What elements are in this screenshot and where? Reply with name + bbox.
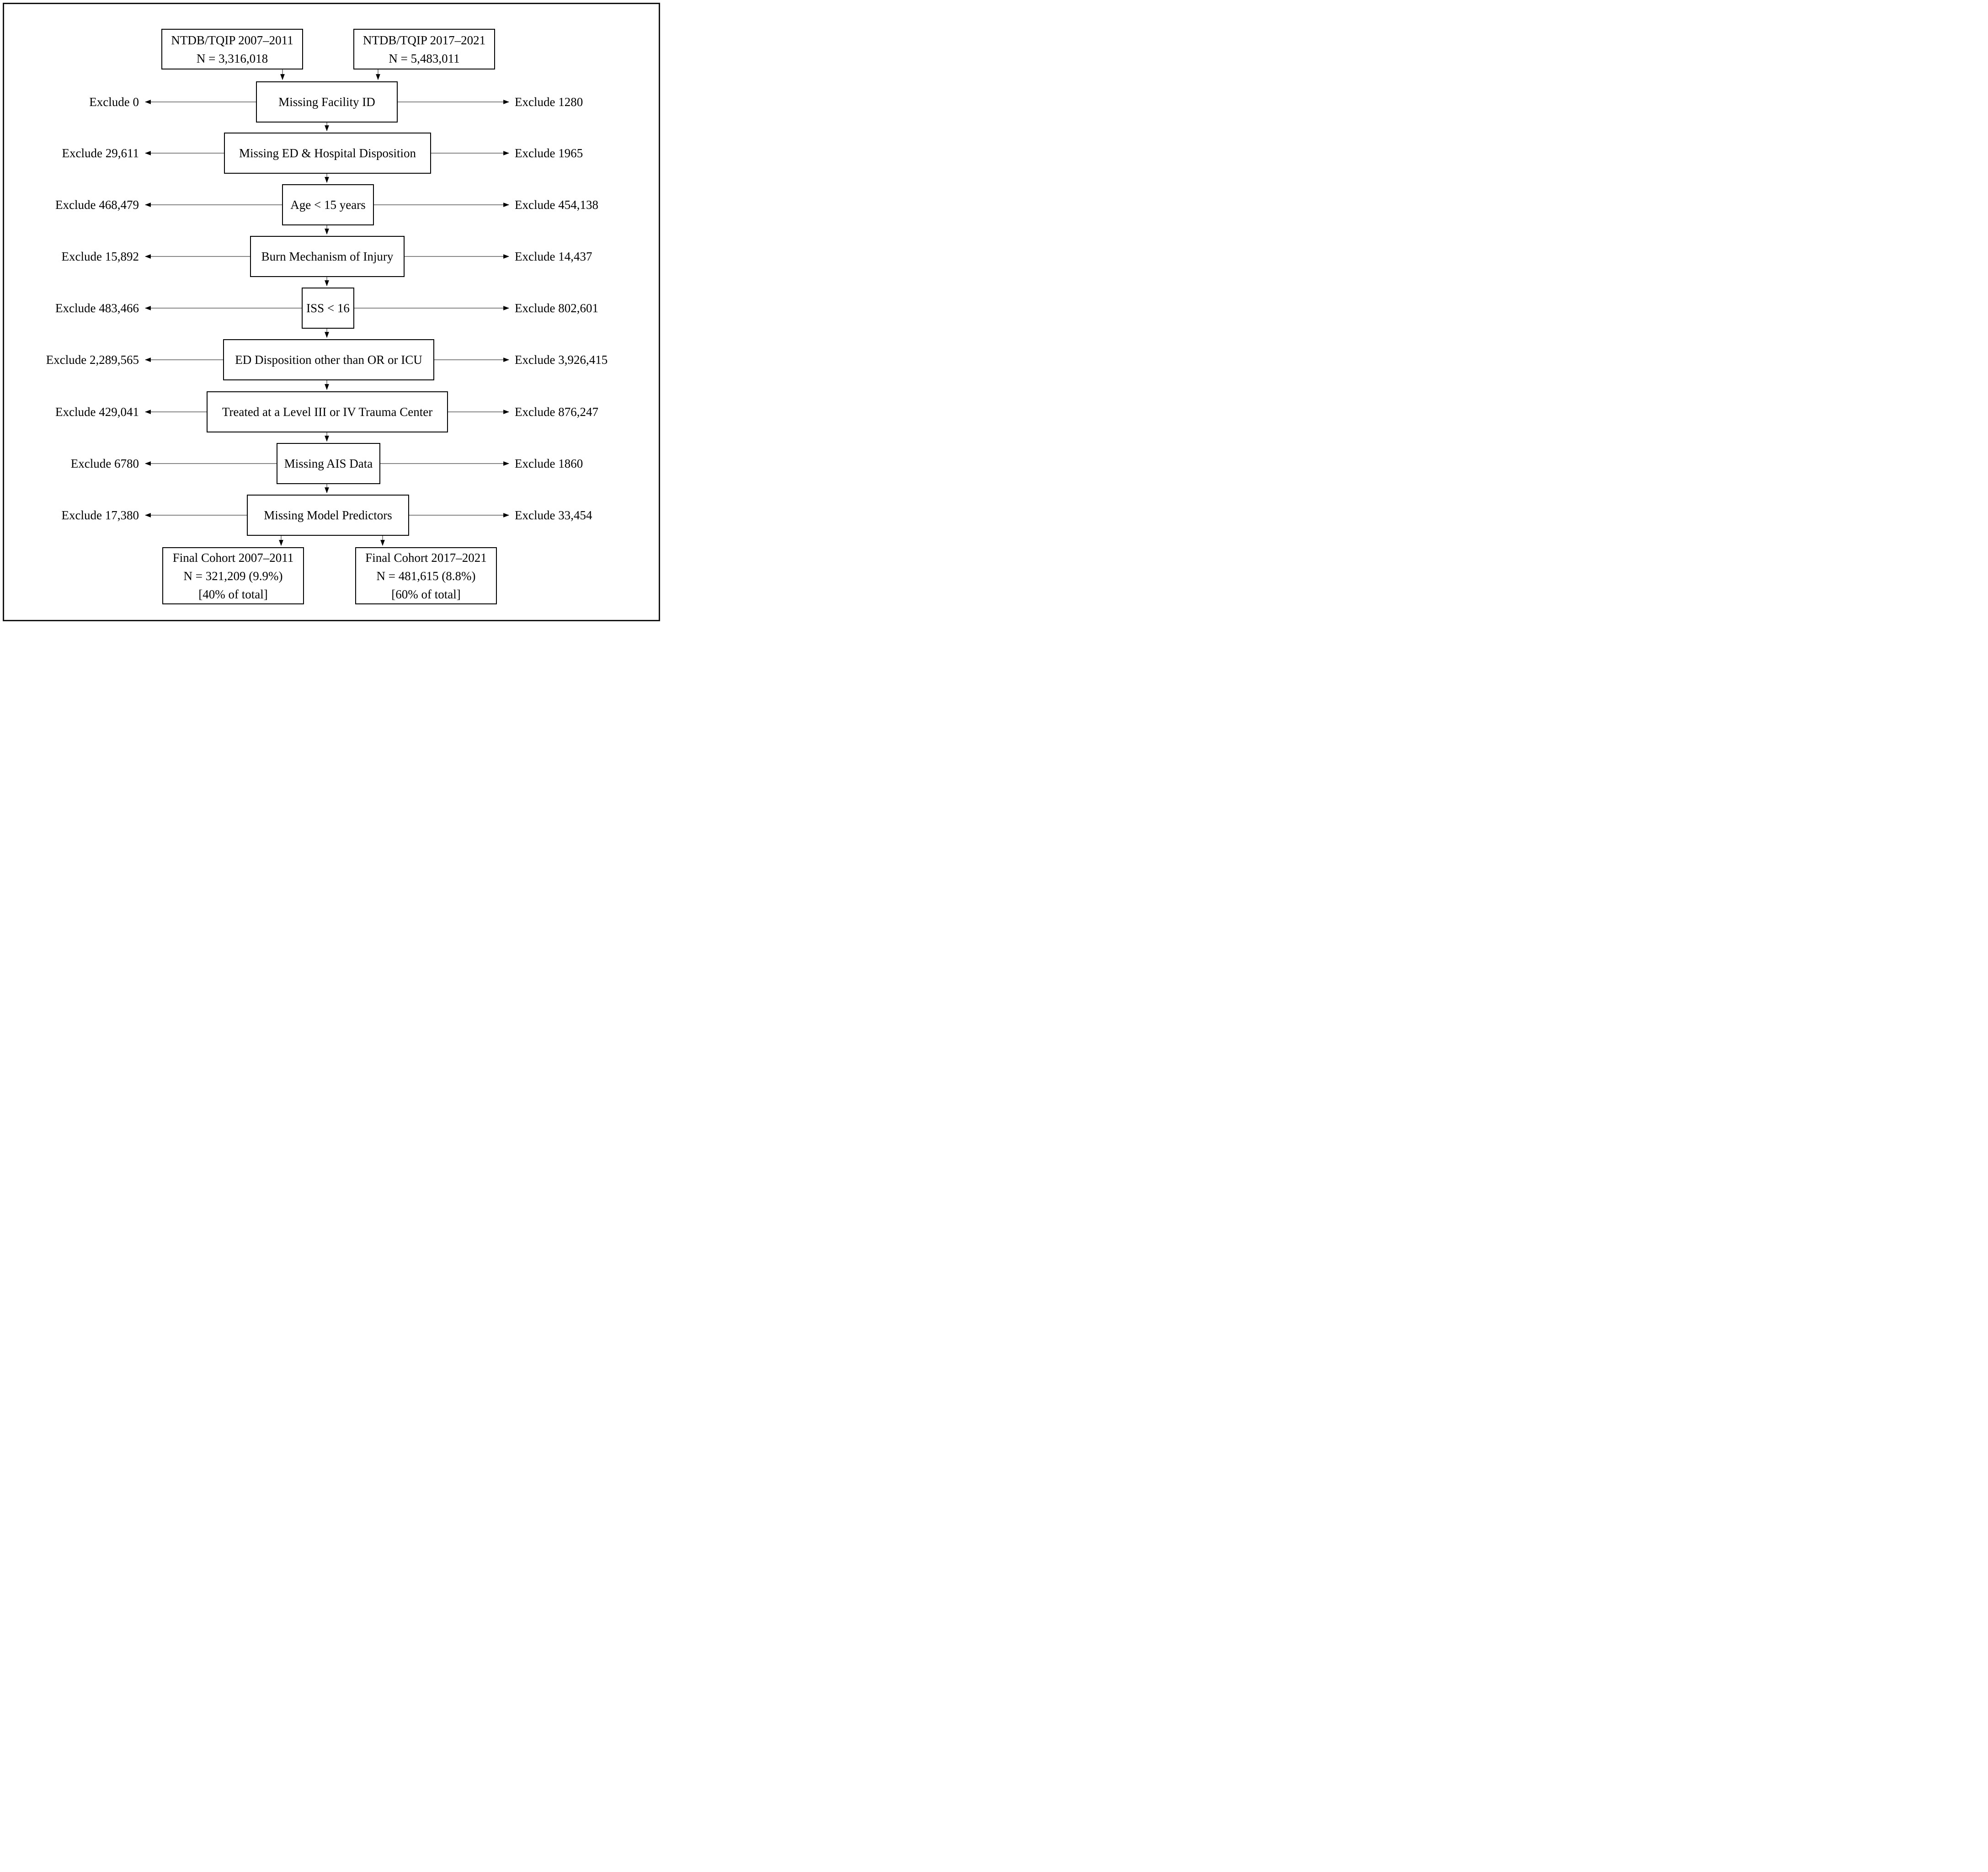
source-title: NTDB/TQIP 2017–2021 <box>362 33 486 47</box>
step-box-iss-under-16: ISS < 16 <box>302 288 354 329</box>
final-n: N = 321,209 (9.9%) <box>183 569 283 583</box>
exclude-right-missing-facility-id: Exclude 1280 <box>515 95 583 109</box>
step-label: ISS < 16 <box>306 301 350 315</box>
exclude-right-burn-mechanism: Exclude 14,437 <box>515 250 592 263</box>
step-box-ed-disposition-other: ED Disposition other than OR or ICU <box>223 339 434 380</box>
step-label: Missing AIS Data <box>284 457 373 470</box>
final-title: Final Cohort 2007–2011 <box>172 550 294 565</box>
exclude-left-missing-facility-id: Exclude 0 <box>89 95 139 109</box>
step-box-burn-mechanism: Burn Mechanism of Injury <box>250 236 405 277</box>
step-box-missing-ed-hospital-disposition: Missing ED & Hospital Disposition <box>224 133 431 174</box>
step-label: Age < 15 years <box>290 198 366 212</box>
exclude-right-missing-ed-hospital-disposition: Exclude 1965 <box>515 146 583 160</box>
exclude-right-iss-under-16: Exclude 802,601 <box>515 301 598 315</box>
step-label: Burn Mechanism of Injury <box>261 250 394 263</box>
exclude-right-level-3-4-trauma-center: Exclude 876,247 <box>515 405 598 419</box>
final-title: Final Cohort 2017–2021 <box>365 550 487 565</box>
source-box-ntdb-2007-2011: NTDB/TQIP 2007–2011 N = 3,316,018 <box>161 29 303 69</box>
step-label: Missing ED & Hospital Disposition <box>239 146 416 160</box>
arrows-layer <box>144 69 510 546</box>
exclude-left-level-3-4-trauma-center: Exclude 429,041 <box>55 405 139 419</box>
exclude-right-ed-disposition-other: Exclude 3,926,415 <box>515 353 608 367</box>
source-box-ntdb-2017-2021: NTDB/TQIP 2017–2021 N = 5,483,011 <box>353 29 495 69</box>
cohort-flow-diagram: NTDB/TQIP 2007–2011 N = 3,316,018 NTDB/T… <box>0 0 663 624</box>
exclude-left-burn-mechanism: Exclude 15,892 <box>61 250 139 263</box>
final-cohort-box-2017-2021: Final Cohort 2017–2021 N = 481,615 (8.8%… <box>355 547 497 604</box>
step-box-level-3-4-trauma-center: Treated at a Level III or IV Trauma Cent… <box>207 391 448 432</box>
step-label: Missing Model Predictors <box>264 508 392 522</box>
source-n: N = 3,316,018 <box>196 51 268 65</box>
step-box-missing-model-predictors: Missing Model Predictors <box>247 495 409 536</box>
final-cohort-box-2007-2011: Final Cohort 2007–2011 N = 321,209 (9.9%… <box>162 547 304 604</box>
final-n: N = 481,615 (8.8%) <box>376 569 476 583</box>
exclude-left-iss-under-16: Exclude 483,466 <box>55 301 139 315</box>
exclude-right-missing-ais-data: Exclude 1860 <box>515 457 583 470</box>
source-n: N = 5,483,011 <box>389 51 460 65</box>
step-label: Missing Facility ID <box>278 95 375 109</box>
exclude-left-ed-disposition-other: Exclude 2,289,565 <box>46 353 139 367</box>
step-box-missing-facility-id: Missing Facility ID <box>256 81 398 123</box>
exclude-left-missing-ed-hospital-disposition: Exclude 29,611 <box>62 146 139 160</box>
exclude-right-age-under-15: Exclude 454,138 <box>515 198 598 212</box>
step-box-age-under-15: Age < 15 years <box>282 184 374 225</box>
exclude-right-missing-model-predictors: Exclude 33,454 <box>515 508 592 522</box>
source-title: NTDB/TQIP 2007–2011 <box>171 33 293 47</box>
exclude-left-age-under-15: Exclude 468,479 <box>55 198 139 212</box>
exclude-left-missing-model-predictors: Exclude 17,380 <box>61 508 139 522</box>
final-share: [40% of total] <box>198 587 268 601</box>
step-box-missing-ais-data: Missing AIS Data <box>277 443 380 484</box>
final-share: [60% of total] <box>391 587 461 601</box>
step-label: Treated at a Level III or IV Trauma Cent… <box>222 405 433 419</box>
step-label: ED Disposition other than OR or ICU <box>235 353 422 367</box>
exclude-left-missing-ais-data: Exclude 6780 <box>70 457 139 470</box>
